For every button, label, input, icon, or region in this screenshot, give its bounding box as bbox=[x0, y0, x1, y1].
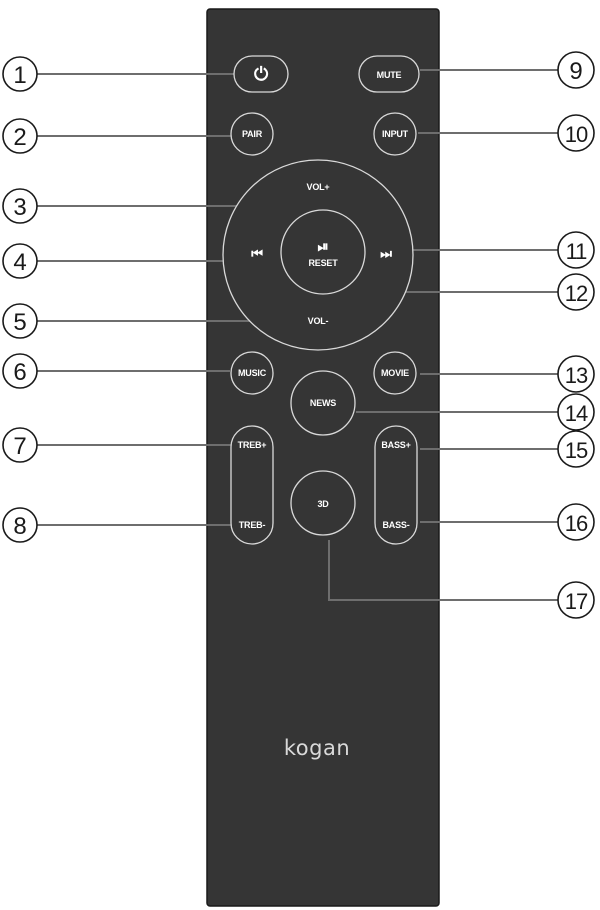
movie-button[interactable] bbox=[373, 351, 417, 395]
callout-1: 1 bbox=[13, 62, 26, 89]
callout-13: 13 bbox=[565, 363, 588, 388]
callout-circle-9 bbox=[557, 51, 595, 89]
callout-circle-7 bbox=[2, 427, 38, 463]
callout-7: 7 bbox=[13, 433, 26, 460]
treble-up-label[interactable]: TREB+ bbox=[238, 440, 267, 450]
callout-9: 9 bbox=[569, 58, 582, 85]
input-button[interactable] bbox=[373, 112, 417, 156]
movie-label: MOVIE bbox=[381, 368, 409, 378]
treble-rocker[interactable] bbox=[230, 425, 274, 545]
mute-label: MUTE bbox=[377, 70, 402, 80]
previous-track-icon[interactable]: ⏮ bbox=[251, 247, 263, 262]
callout-circle-3 bbox=[2, 188, 38, 224]
callout-17: 17 bbox=[565, 589, 588, 614]
callout-14: 14 bbox=[565, 401, 588, 426]
callout-15: 15 bbox=[565, 438, 588, 463]
news-button[interactable] bbox=[290, 370, 356, 436]
callout-16: 16 bbox=[565, 511, 588, 536]
pair-label: PAIR bbox=[242, 129, 263, 139]
news-label: NEWS bbox=[310, 398, 336, 408]
mute-button[interactable] bbox=[358, 55, 420, 93]
pair-button[interactable] bbox=[230, 112, 274, 156]
callout-circle-15 bbox=[557, 430, 595, 468]
power-button[interactable] bbox=[233, 55, 289, 93]
bass-up-label[interactable]: BASS+ bbox=[381, 440, 410, 450]
callout-circle-6 bbox=[2, 353, 38, 389]
callout-3: 3 bbox=[13, 194, 26, 221]
vol-down-label[interactable]: VOL- bbox=[308, 316, 329, 326]
music-label: MUSIC bbox=[238, 368, 267, 378]
callout-circle-8 bbox=[2, 507, 38, 543]
callout-circle-12 bbox=[557, 273, 595, 311]
callout-circle-10 bbox=[557, 114, 595, 152]
play-pause-icon: ⏯ bbox=[318, 239, 329, 255]
callout-circle-4 bbox=[2, 243, 38, 279]
callout-circle-14 bbox=[557, 393, 595, 431]
brand-logo: kogan bbox=[284, 736, 350, 760]
callout-6: 6 bbox=[13, 359, 26, 386]
callout-10: 10 bbox=[565, 122, 588, 147]
leader-17 bbox=[328, 540, 558, 601]
callout-circle-16 bbox=[557, 503, 595, 541]
three-d-label: 3D bbox=[317, 499, 329, 509]
treble-down-label[interactable]: TREB- bbox=[239, 520, 266, 530]
bass-rocker[interactable] bbox=[374, 425, 418, 545]
callout-circle-2 bbox=[2, 118, 38, 154]
three-d-button[interactable] bbox=[290, 470, 356, 536]
vol-up-label[interactable]: VOL+ bbox=[307, 182, 330, 192]
callout-12: 12 bbox=[565, 281, 588, 306]
callout-circle-17 bbox=[557, 581, 595, 619]
callout-11: 11 bbox=[566, 239, 588, 264]
callout-circle-5 bbox=[2, 303, 38, 339]
music-button[interactable] bbox=[230, 351, 274, 395]
reset-label: RESET bbox=[308, 258, 338, 268]
callout-5: 5 bbox=[13, 309, 26, 336]
callout-circle-11 bbox=[557, 231, 595, 269]
power-icon: ⏻ bbox=[254, 64, 269, 85]
callout-circle-13 bbox=[557, 355, 595, 393]
callout-2: 2 bbox=[13, 124, 26, 151]
next-track-icon[interactable]: ⏭ bbox=[380, 247, 392, 262]
callout-circle-1 bbox=[2, 56, 38, 92]
bass-down-label[interactable]: BASS- bbox=[382, 520, 409, 530]
input-label: INPUT bbox=[382, 129, 409, 139]
callout-4: 4 bbox=[13, 249, 26, 276]
callout-8: 8 bbox=[13, 513, 26, 540]
play-pause-reset-button[interactable] bbox=[280, 209, 366, 295]
callouts: 1 2 3 4 5 6 7 8 9 10 11 12 13 14 15 16 1 bbox=[2, 51, 595, 619]
